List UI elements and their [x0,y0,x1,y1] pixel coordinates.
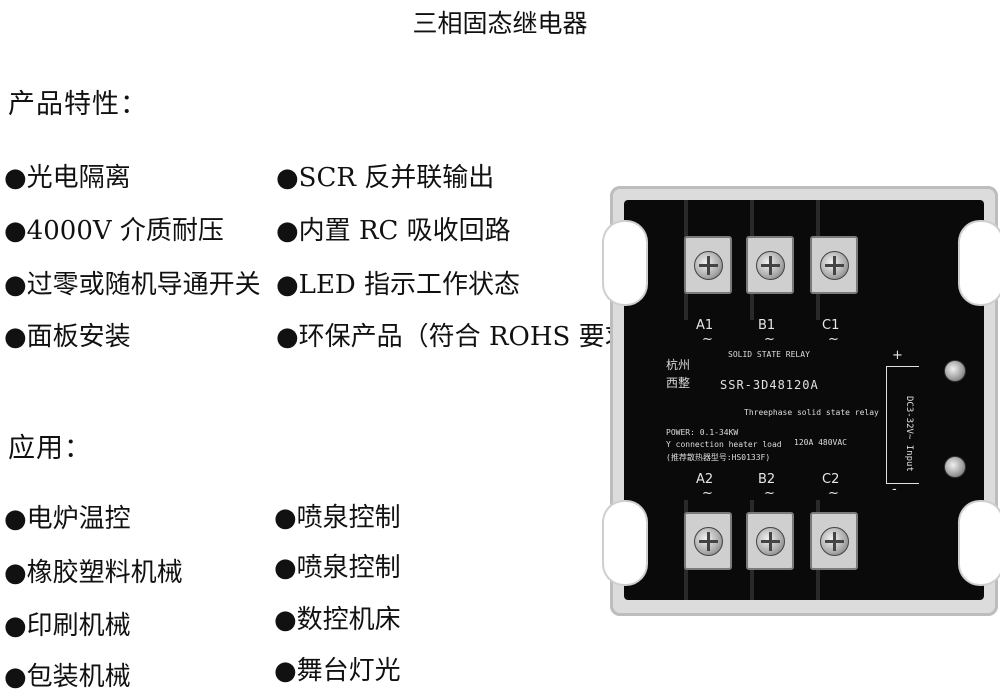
rating-text: 120A 480VAC [794,438,847,447]
terminal-label: A2 [696,472,714,487]
feature-item: ●光电隔离 [4,163,131,193]
terminal-c1 [810,236,858,294]
tilde-label: ~ [764,486,775,501]
screw-icon [820,527,849,556]
tilde-label: ~ [828,332,839,347]
minus-label: - [892,482,897,497]
screw-icon [756,251,785,280]
application-item: ●包装机械 [4,662,131,692]
power-text: POWER: 0.1-34KW [666,428,739,437]
terminal-label: C1 [822,318,840,333]
application-item: ●电炉温控 [4,504,131,534]
tilde-label: ~ [702,486,713,501]
header-text: SOLID STATE RELAY [728,350,810,359]
tilde-label: ~ [764,332,775,347]
terminal-label: C2 [822,472,840,487]
relay-body: A1 B1 C1 ~ ~ ~ 杭州 西整 SOLID STATE RELAY S… [624,200,984,600]
application-item: ●舞台灯光 [274,656,401,686]
mount-notch [604,222,646,304]
note-text: (推荐散热器型号:HS0133F) [666,453,771,462]
feature-item: ●环保产品（符合 ROHS 要求） [276,322,657,352]
brand-line1: 杭州 [666,358,691,372]
mount-notch [960,222,1000,304]
tilde-label: ~ [828,486,839,501]
application-item: ●喷泉控制 [274,503,401,533]
screw-icon [756,527,785,556]
relay-image: A1 B1 C1 ~ ~ ~ 杭州 西整 SOLID STATE RELAY S… [604,186,1000,616]
terminal-b2 [746,512,794,570]
brand-line2: 西整 [666,376,691,390]
feature-item: ●过零或随机导通开关 [4,270,261,300]
feature-item: ●内置 RC 吸收回路 [276,216,511,246]
feature-item: ●LED 指示工作状态 [276,270,521,300]
model-number: SSR-3D48120A [720,378,819,392]
terminal-label: B2 [758,472,776,487]
application-item: ●数控机床 [274,605,401,635]
application-item: ●喷泉控制 [274,553,401,583]
terminal-label: B1 [758,318,776,333]
screw-icon [820,251,849,280]
terminal-c2 [810,512,858,570]
feature-item: ●面板安装 [4,322,131,352]
control-screw-icon [944,360,966,382]
application-item: ●橡胶塑料机械 [4,558,183,588]
page-title: 三相固态继电器 [412,9,588,38]
screw-icon [694,527,723,556]
plus-label: + [892,348,903,363]
applications-heading: 应用： [8,433,92,464]
terminal-label: A1 [696,318,714,333]
control-screw-icon [944,456,966,478]
control-box [886,366,919,484]
feature-item: ●4000V 介质耐压 [4,216,224,246]
terminal-b1 [746,236,794,294]
terminal-a1 [684,236,732,294]
feature-item: ●SCR 反并联输出 [276,163,495,193]
control-input-label: DC3-32V~ Input [904,396,914,472]
tilde-label: ~ [702,332,713,347]
type-text: Threephase solid state relay [744,408,879,417]
mount-notch [960,502,1000,584]
terminal-a2 [684,512,732,570]
connection-text: Y connection heater load [666,440,782,449]
features-heading: 产品特性： [8,89,148,120]
screw-icon [694,251,723,280]
application-item: ●印刷机械 [4,611,131,641]
mount-notch [604,502,646,584]
